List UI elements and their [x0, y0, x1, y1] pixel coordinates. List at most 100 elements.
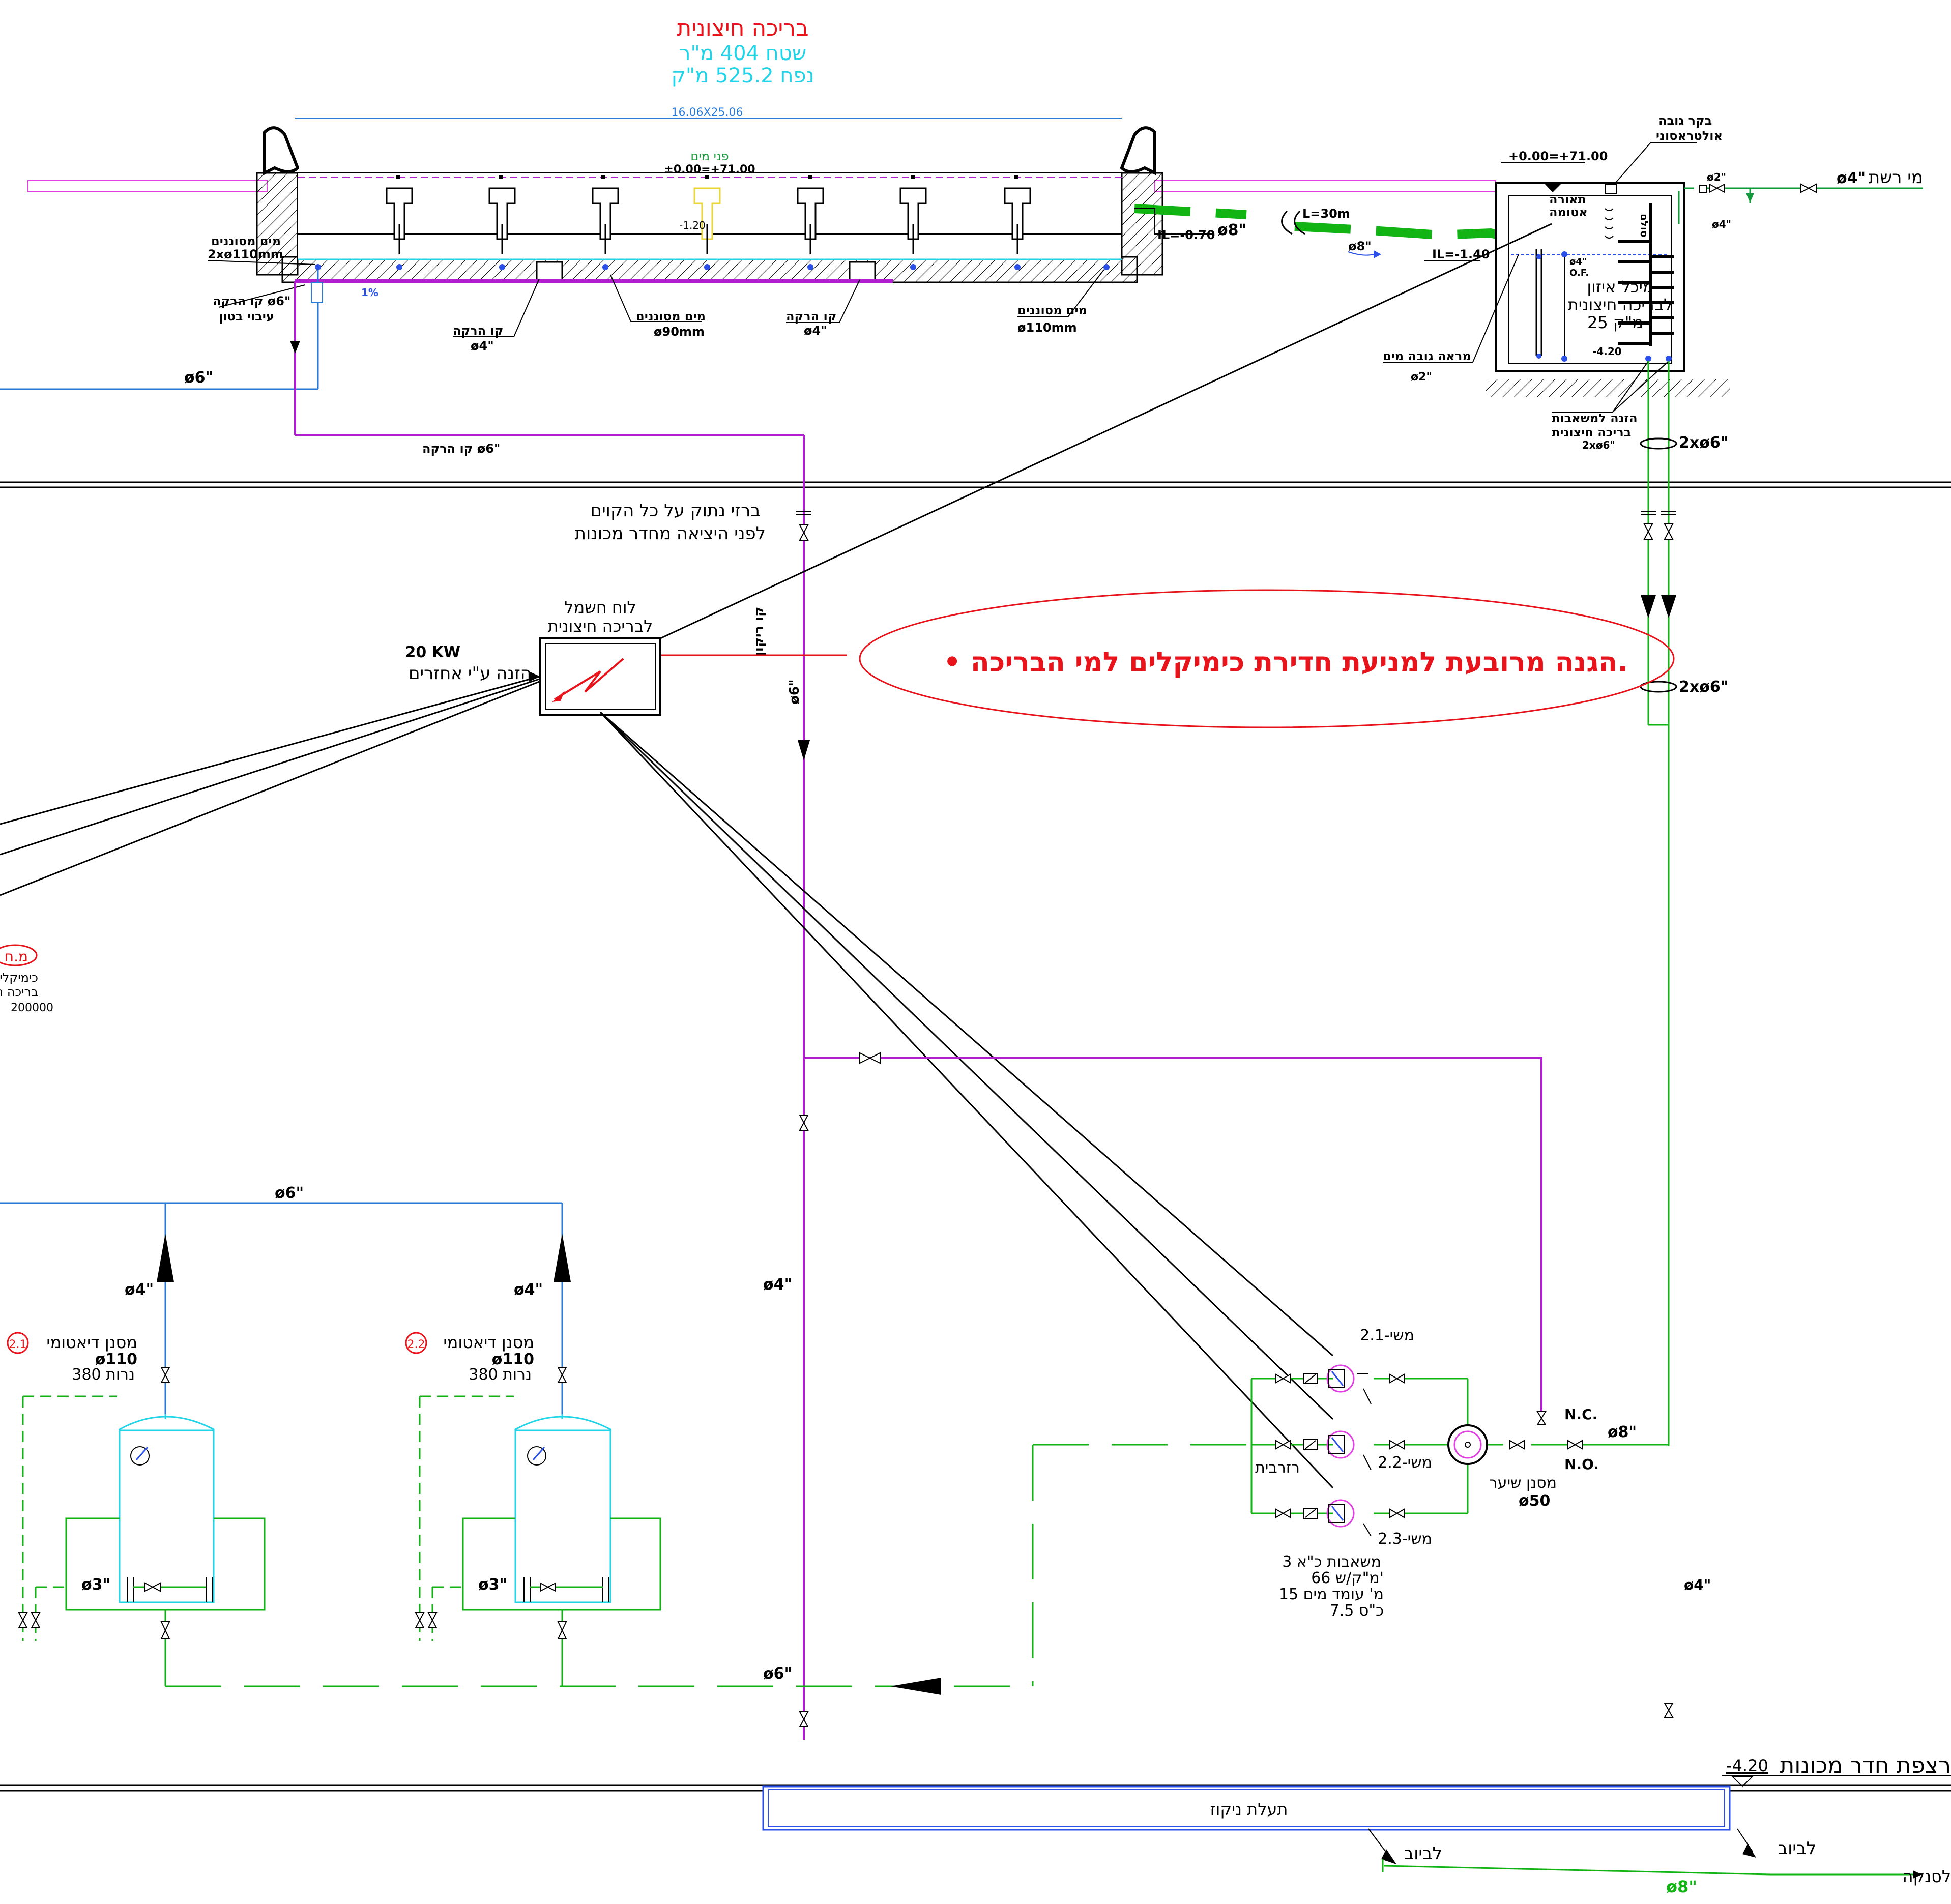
- filter-1-bypass: ø3": [81, 1576, 110, 1594]
- tank-feed-1: הזנה למשאבות: [1552, 411, 1638, 425]
- tank-ground: [1486, 379, 1730, 397]
- pump-spec-4: 7.5 כ"ס: [1330, 1602, 1384, 1620]
- pump-2-icon: [1326, 1430, 1372, 1471]
- filter-2-bypass: ø3": [478, 1576, 507, 1594]
- ground-left: [27, 180, 268, 192]
- discharge-line: [165, 1444, 1251, 1687]
- return-loop-line: [804, 1057, 1542, 1414]
- gauge-2: ø2": [1411, 371, 1432, 384]
- chem-line-1: כימיקלים: [0, 971, 38, 985]
- title-line-2: שטח 404 מ"ר: [679, 42, 806, 65]
- spare-label: רזרבית: [1255, 1459, 1300, 1477]
- floor-level: -4.20: [1726, 1756, 1768, 1775]
- drain-slope: 1%: [361, 286, 378, 299]
- strainer-label-1: מסנן שיער: [1489, 1474, 1557, 1492]
- inlet-nozzles: [386, 187, 1031, 254]
- tank-name-2: לבריכה חיצונית: [1568, 295, 1673, 314]
- chem-tag-label: מ.ח: [5, 948, 28, 965]
- hair-strainer-icon: [1447, 1424, 1488, 1465]
- pump-3-label: משי-2.3: [1378, 1530, 1432, 1548]
- flow-arrow-1: [1641, 595, 1656, 618]
- filter-1-gauge-icon: [130, 1446, 150, 1466]
- magenta-pipe-6: ø6": [763, 1665, 792, 1683]
- il-070: IL=-0.70: [1157, 228, 1215, 242]
- sump-label: לסנקה: [1903, 1867, 1951, 1886]
- chem-line-3: 200000: [11, 1002, 53, 1014]
- filter-2-pipe: ø4": [514, 1281, 543, 1299]
- cable-pump-3: [599, 711, 1334, 1489]
- panel-power: 20 KW: [405, 643, 460, 661]
- lightning-icon: [554, 658, 624, 700]
- pipe-2x6-b: 2xø6": [1679, 678, 1728, 696]
- cable-to-tank: [660, 223, 1552, 639]
- pipe-d8-1: ø8": [1217, 221, 1246, 239]
- filter-2-tag: 2.2: [407, 1338, 425, 1351]
- discharge-arrow: [890, 1678, 941, 1695]
- tank-name-1: מיכל איזון: [1587, 277, 1653, 297]
- emphasis-ellipse: [859, 589, 1675, 728]
- panel-line-1: לוח חשמל: [564, 598, 636, 617]
- filter-unit-2: ø4" 2.2 מסנן דיאטומי ø110 380 נרות ø3": [405, 1281, 661, 1686]
- filter-2-gauge-icon: [527, 1446, 546, 1466]
- gauge-1: מראה גובה מים: [1383, 349, 1471, 363]
- pipe-length: L=30m: [1302, 207, 1350, 221]
- filter-2-name: מסנן דיאטומי: [443, 1333, 534, 1352]
- title-line-1: בריכה חיצונית: [677, 15, 808, 41]
- electrical-panel: לוח חשמל לבריכה חיצונית 20 KW הזנה ע"י א…: [0, 223, 1552, 1489]
- pump-spec-1: 3 משאבות כ"א: [1282, 1553, 1381, 1571]
- cable-left-2: [0, 678, 540, 856]
- water-level-label: פני מים: [690, 149, 729, 163]
- filter-1-tag: 2.1: [9, 1338, 27, 1351]
- handrail-left: [263, 126, 300, 175]
- il-140: IL=-1.40: [1432, 247, 1490, 261]
- pump-2-label: משי-2.2: [1378, 1454, 1432, 1472]
- filter-1-candles: 380 נרות: [72, 1366, 135, 1384]
- floor-pipe-8: ø8": [1666, 1877, 1697, 1896]
- filtered-water-left-2: 2xø110mm: [208, 247, 283, 261]
- cable-left-1: [0, 676, 540, 825]
- drain-vertical-label: קו ריקון: [751, 607, 767, 656]
- drain-channel-label: תעלת ניקוז: [1210, 1800, 1288, 1819]
- pool-level: ±0.00=+71.00: [664, 163, 755, 176]
- tank-outline: [1495, 182, 1685, 372]
- inlet-points: [315, 264, 1110, 270]
- light-fixture-icon: [1544, 183, 1562, 192]
- main-drain-2: [849, 261, 876, 281]
- main-drain-1: [536, 261, 563, 281]
- valve-note-2: לפני היציאה מחדר מכונות: [575, 523, 766, 544]
- panel-feed: הזנה ע"י אחזרים: [409, 663, 532, 684]
- suction-valves: [1641, 511, 1676, 540]
- ultrasonic-2: אולטראסוני: [1656, 129, 1723, 143]
- pump-pipe-8: ø8": [1608, 1423, 1637, 1441]
- ladder: [1618, 203, 1674, 346]
- to-sewer-2: לביוב: [1778, 1838, 1816, 1859]
- pump-skid: משי-2.1 משי-2.2 משי-2.3 רזרבית מסנן שיער…: [1250, 1327, 1669, 1620]
- ultrasonic-sensor-icon: [1605, 184, 1617, 194]
- ladder-label: סולם: [1638, 214, 1650, 237]
- pipe-d8-2: ø8": [1348, 239, 1372, 253]
- pipe-sleeve-2: [1640, 681, 1677, 693]
- valve-nc: N.C.: [1564, 1406, 1597, 1423]
- magenta-pipe-4: ø4": [763, 1276, 792, 1294]
- panel-line-2: לבריכה חיצונית: [548, 617, 653, 636]
- handrail-right: [1120, 126, 1156, 175]
- tank-pipe-4b: ø4": [1712, 218, 1731, 230]
- light-1: תאורה: [1549, 192, 1586, 207]
- drain-bottom-1: קו הרקה: [453, 324, 503, 338]
- filter-header-pipe: ø6": [275, 1184, 304, 1202]
- drain-right-1: קו הרקה: [786, 309, 836, 324]
- tank-feed-3: 2xø6": [1582, 439, 1615, 451]
- ground-right: [1154, 180, 1496, 192]
- pump-1-label: משי-2.1: [1360, 1327, 1414, 1344]
- filter-1-size: ø110: [95, 1351, 137, 1368]
- pipe-2x6-a: 2xø6": [1679, 434, 1728, 452]
- light-2: אטומה: [1549, 205, 1588, 219]
- flow-arrow-2: [1661, 595, 1676, 618]
- pump-spec-3: 15 מ' עומד מים: [1279, 1586, 1384, 1603]
- floor-label: רצפת חדר מכונות: [1780, 1752, 1951, 1778]
- cable-left-3: [0, 681, 540, 896]
- drain-d6-label: קו הרקה ø6": [422, 442, 500, 456]
- pump-1-icon: [1326, 1364, 1372, 1404]
